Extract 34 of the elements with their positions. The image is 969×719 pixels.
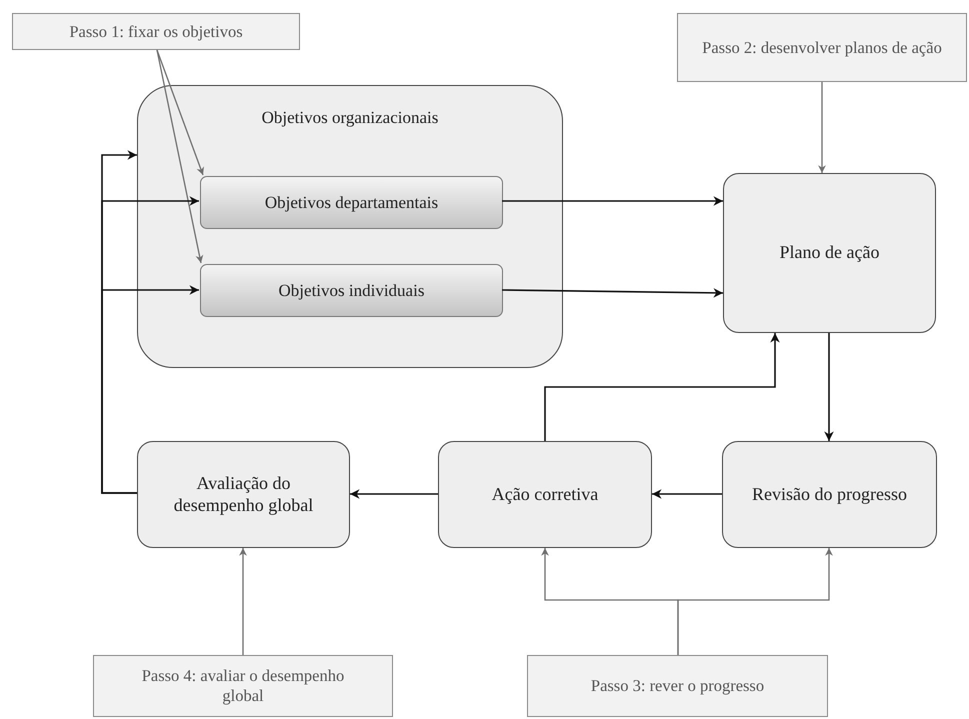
pointer-arrow [156, 50, 204, 176]
flow-arrow [101, 285, 199, 494]
node-label: Ação corretiva [492, 484, 598, 506]
process-box [200, 264, 503, 317]
flow-arrow [350, 489, 438, 499]
note-box [93, 655, 393, 717]
process-box [137, 441, 350, 548]
note-box [12, 13, 300, 50]
step-note: Passo 4: avaliar o desempenho global [140, 666, 346, 706]
process-box [723, 173, 936, 333]
flow-arrow [502, 196, 723, 206]
flow-arrow [824, 333, 834, 441]
node-label: Objetivos departamentais [264, 192, 438, 212]
flow-arrow [544, 333, 780, 441]
pointer-arrow [818, 82, 826, 173]
pointer-arrow [677, 548, 833, 655]
node-label: Revisão do progresso [752, 484, 907, 506]
note-box [677, 13, 967, 82]
group-box [137, 85, 563, 368]
flow-arrow [652, 489, 722, 499]
pointer-arrow [239, 548, 247, 655]
node-label: Avaliação do desempenho global [172, 472, 314, 516]
pointer-arrow [156, 50, 204, 264]
step-note: Passo 1: fixar os objetivos [69, 22, 243, 42]
group-title: Objetivos organizacionais [262, 108, 438, 128]
flow-arrow [502, 288, 724, 298]
process-box [200, 176, 503, 229]
node-label: Plano de ação [780, 242, 880, 264]
node-label: Objetivos individuais [278, 280, 424, 300]
step-note: Passo 3: rever o progresso [590, 676, 764, 696]
process-box [438, 441, 652, 548]
step-note: Passo 2: desenvolver planos de ação [702, 38, 942, 58]
process-box [722, 441, 937, 548]
note-box [527, 655, 828, 717]
